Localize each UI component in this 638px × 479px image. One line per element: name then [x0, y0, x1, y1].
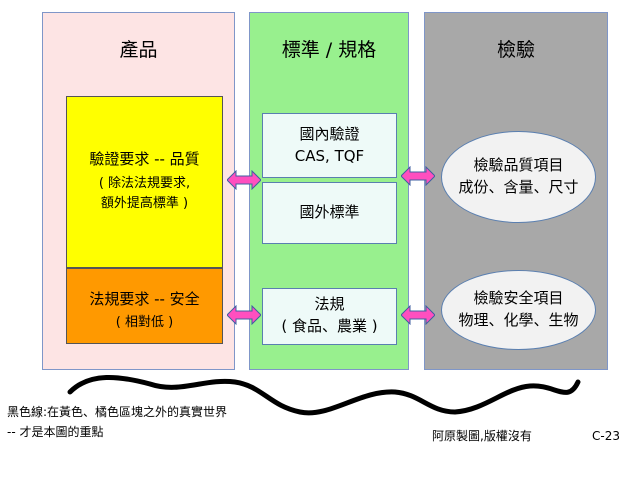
standard-inspection-quality-arrow — [401, 166, 435, 186]
regulation-requirement-box: 法規要求 -- 安全 ( 相對低 ) — [66, 268, 223, 344]
regulation-requirement-note: ( 相對低 ) — [115, 315, 174, 330]
safety-inspection-items: 物理、化學、生物 — [458, 311, 579, 329]
quality-inspection-items: 成份、含量、尺寸 — [458, 178, 579, 196]
product-standard-safety-arrow — [227, 305, 261, 325]
safety-inspection-oval: 檢驗安全項目 物理、化學、生物 — [441, 270, 596, 350]
quality-inspection-oval: 檢驗品質項目 成份、含量、尺寸 — [441, 131, 596, 223]
regulation-requirement-title: 法規要求 -- 安全 — [89, 290, 200, 308]
product-standard-quality-arrow — [227, 170, 261, 190]
foreign-standard-box: 國外標準 — [262, 182, 397, 244]
copyright-note: 阿原製圖,版權沒有 — [432, 429, 532, 443]
domestic-certification-box: 國內驗證 CAS, TQF — [262, 113, 397, 178]
real-world-note-line-1: 黑色線:在黃色、橘色區塊之外的真實世界 — [7, 405, 228, 419]
regulations-title: 法規 — [314, 295, 345, 313]
verification-requirement-note-2: 額外提高標準 ) — [100, 196, 189, 211]
regulations-scope: ( 食品、農業 ) — [281, 317, 378, 335]
inspection-panel-title: 檢驗 — [496, 39, 535, 61]
real-world-note: 黑色線:在黃色、橘色區塊之外的真實世界 -- 才是本圖的重點 — [7, 402, 227, 442]
regulations-box: 法規 ( 食品、農業 ) — [262, 288, 397, 345]
page-number: C-23 — [592, 429, 620, 443]
safety-inspection-title: 檢驗安全項目 — [473, 289, 564, 307]
standard-panel-title: 標準 / 規格 — [281, 39, 377, 61]
foreign-standard-title: 國外標準 — [299, 203, 360, 221]
real-world-curve — [67, 375, 581, 416]
real-world-note-line-2: -- 才是本圖的重點 — [7, 425, 104, 439]
quality-inspection-title: 檢驗品質項目 — [473, 156, 564, 174]
product-panel-title: 產品 — [119, 39, 158, 61]
verification-requirement-title: 驗證要求 -- 品質 — [89, 150, 200, 168]
domestic-certification-title: 國內驗證 — [299, 125, 360, 143]
verification-requirement-box: 驗證要求 -- 品質 ( 除法法規要求, 額外提高標準 ) — [66, 96, 223, 268]
standard-inspection-safety-arrow — [401, 305, 435, 325]
domestic-certification-labels: CAS, TQF — [294, 147, 365, 165]
verification-requirement-note-1: ( 除法法規要求, — [98, 176, 191, 191]
